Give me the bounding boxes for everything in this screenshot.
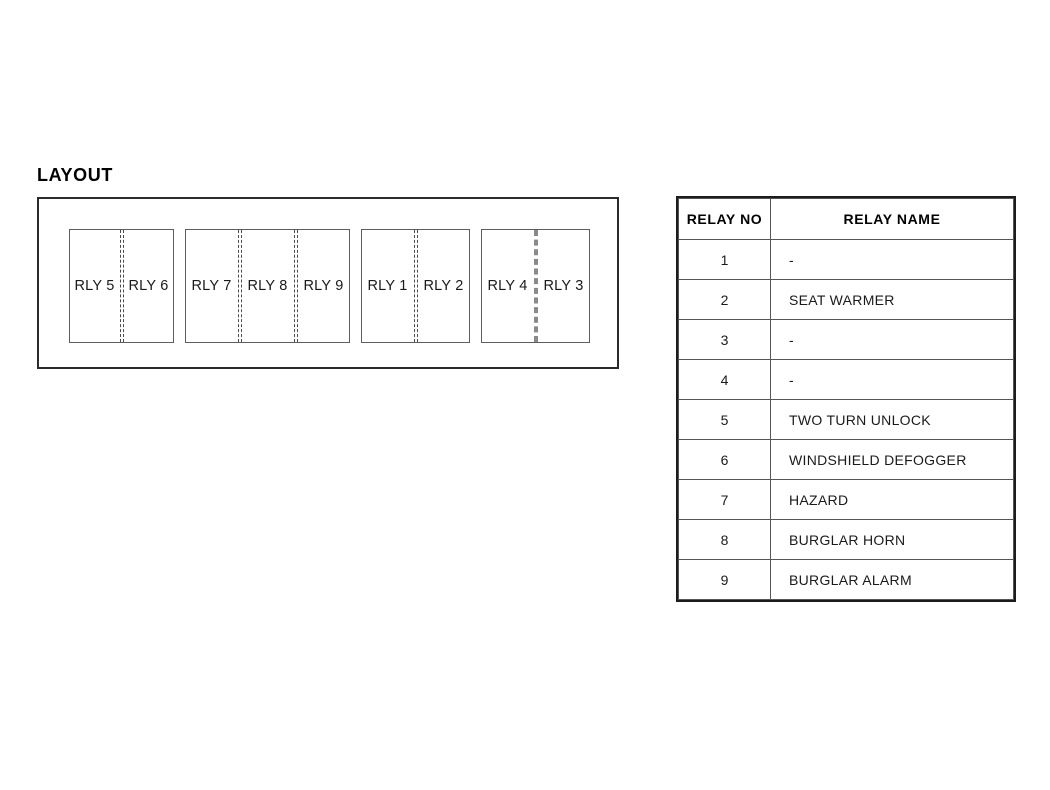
relay-cell-divider bbox=[119, 230, 124, 342]
cell-relay-name: HAZARD bbox=[770, 479, 1014, 520]
relay-cell[interactable]: RLY 5 bbox=[74, 278, 115, 294]
relay-box: RLY 5 RLY 6 bbox=[69, 229, 174, 343]
header-relay-no: RELAY NO bbox=[678, 198, 771, 240]
table-row: 3- bbox=[678, 319, 1014, 360]
cell-relay-name: TWO TURN UNLOCK bbox=[770, 399, 1014, 440]
relay-cell[interactable]: RLY 4 bbox=[487, 278, 528, 294]
cell-relay-no: 7 bbox=[678, 479, 771, 520]
relay-box: RLY 7 RLY 8 RLY 9 bbox=[185, 229, 350, 343]
relay-cell[interactable]: RLY 3 bbox=[543, 278, 584, 294]
cell-relay-no: 1 bbox=[678, 239, 771, 280]
relay-layout-panel: RLY 5 RLY 6 RLY 7 RLY 8 RLY 9 RLY 1 RLY 2 RLY 4… bbox=[37, 197, 619, 369]
cell-relay-name: BURGLAR HORN bbox=[770, 519, 1014, 560]
cell-relay-name: WINDSHIELD DEFOGGER bbox=[770, 439, 1014, 480]
cell-relay-no: 4 bbox=[678, 359, 771, 400]
cell-relay-name: - bbox=[770, 319, 1014, 360]
relay-cell-divider bbox=[533, 230, 538, 342]
table-row: 4- bbox=[678, 359, 1014, 400]
cell-relay-no: 2 bbox=[678, 279, 771, 320]
relay-cell[interactable]: RLY 2 bbox=[423, 278, 464, 294]
cell-relay-name: BURGLAR ALARM bbox=[770, 559, 1014, 600]
cell-relay-no: 3 bbox=[678, 319, 771, 360]
cell-relay-no: 9 bbox=[678, 559, 771, 600]
table-header-row: RELAY NO RELAY NAME bbox=[678, 198, 1014, 240]
relay-box-row: RLY 5 RLY 6 RLY 7 RLY 8 RLY 9 RLY 1 RLY 2 RLY 4… bbox=[69, 229, 590, 343]
relay-cell[interactable]: RLY 8 bbox=[247, 278, 288, 294]
table-row: 1- bbox=[678, 239, 1014, 280]
relay-cell[interactable]: RLY 1 bbox=[367, 278, 408, 294]
cell-relay-no: 5 bbox=[678, 399, 771, 440]
cell-relay-name: SEAT WARMER bbox=[770, 279, 1014, 320]
cell-relay-no: 6 bbox=[678, 439, 771, 480]
relay-table-head: RELAY NO RELAY NAME bbox=[678, 198, 1014, 240]
header-relay-name: RELAY NAME bbox=[770, 198, 1014, 240]
relay-box: RLY 4 RLY 3 bbox=[481, 229, 590, 343]
relay-cell[interactable]: RLY 9 bbox=[303, 278, 344, 294]
relay-cell-divider bbox=[237, 230, 242, 342]
cell-relay-name: - bbox=[770, 359, 1014, 400]
layout-section-title: LAYOUT bbox=[37, 165, 113, 185]
relay-cell[interactable]: RLY 6 bbox=[128, 278, 169, 294]
cell-relay-no: 8 bbox=[678, 519, 771, 560]
relay-box: RLY 1 RLY 2 bbox=[361, 229, 470, 343]
relay-cell-divider bbox=[293, 230, 298, 342]
relay-cell[interactable]: RLY 7 bbox=[191, 278, 232, 294]
relay-cell-divider bbox=[413, 230, 418, 342]
cell-relay-name: - bbox=[770, 239, 1014, 280]
